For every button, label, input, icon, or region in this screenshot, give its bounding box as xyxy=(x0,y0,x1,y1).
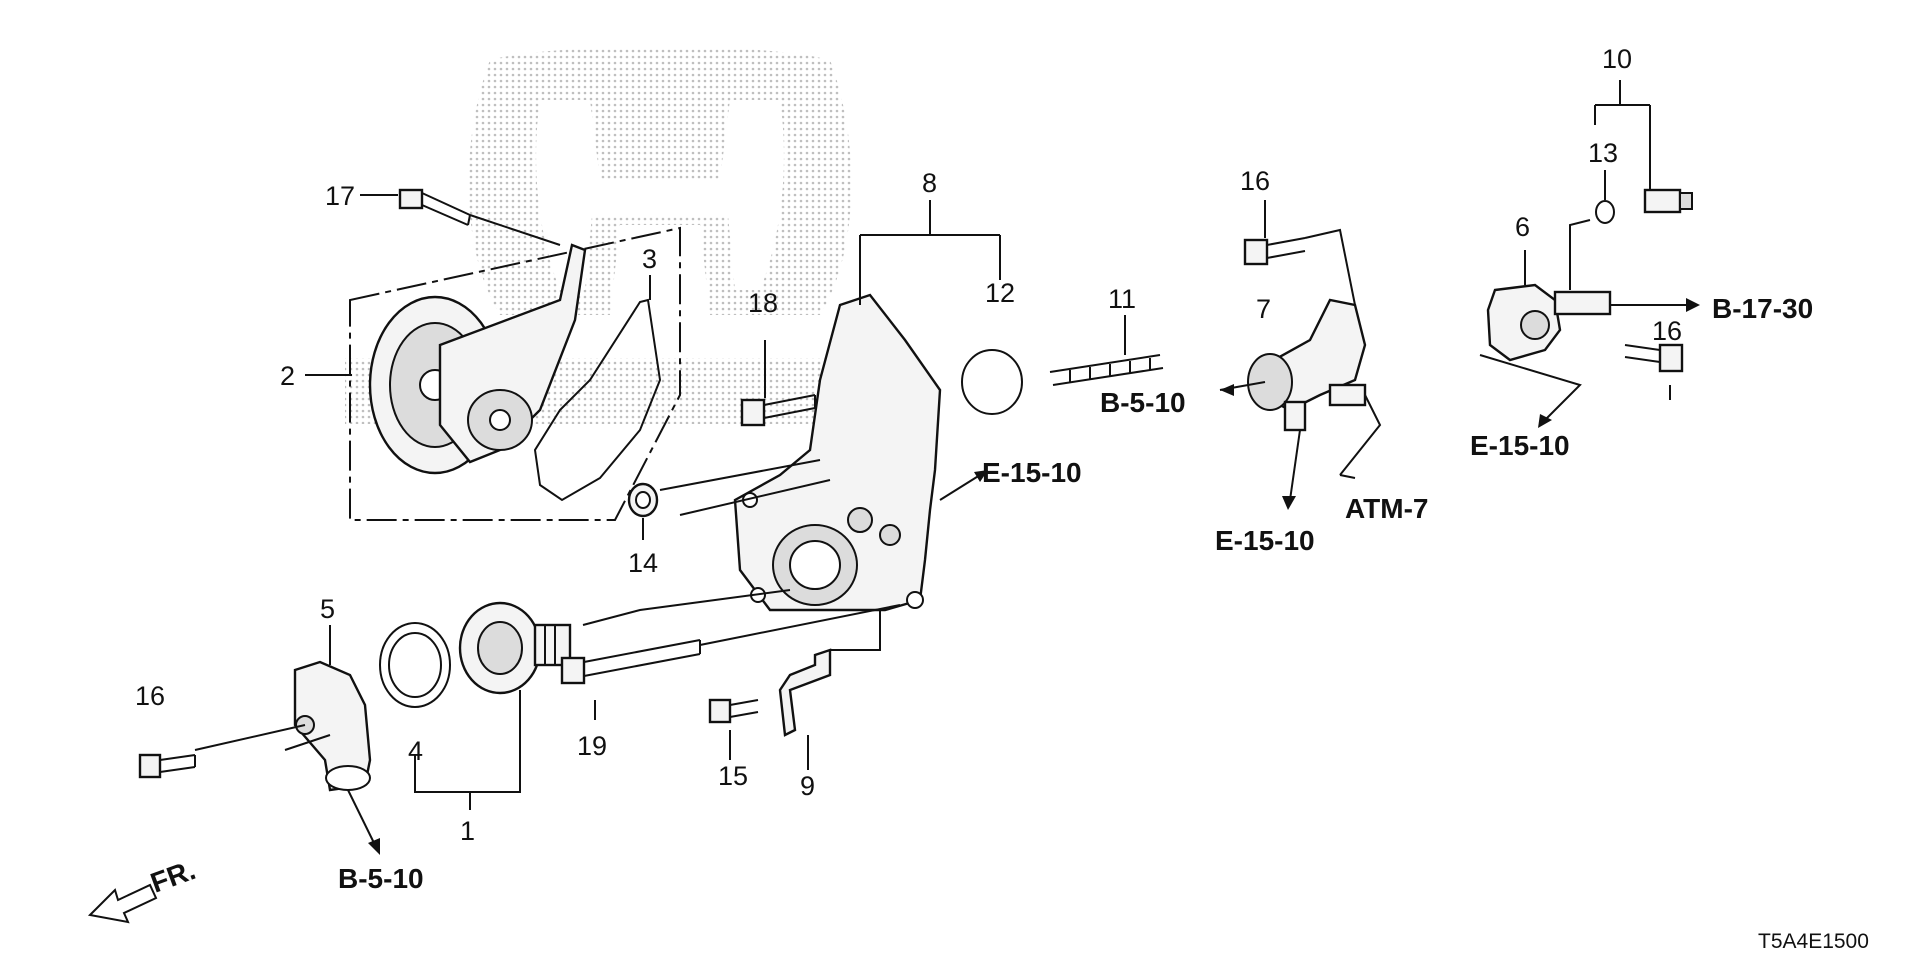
bolt-16-left xyxy=(138,753,196,779)
bolt-17 xyxy=(398,188,471,226)
part-number-19: 19 xyxy=(577,731,607,761)
part-number-16-center: 16 xyxy=(1240,166,1270,196)
thermostat-cover xyxy=(293,660,372,792)
part-number-13: 13 xyxy=(1588,138,1618,168)
thermostat xyxy=(458,601,572,695)
ref-e-15-10-center: E-15-10 xyxy=(982,457,1082,488)
leader-lines xyxy=(194,80,1671,810)
bolt-16-right xyxy=(1624,343,1684,373)
bracket-9 xyxy=(778,648,832,737)
bolt-16-center xyxy=(1243,237,1306,266)
bolt-15 xyxy=(708,698,759,724)
part-number-8: 8 xyxy=(922,168,937,198)
ref-b-5-10-left: B-5-10 xyxy=(338,863,424,894)
ref-b-5-10-center: B-5-10 xyxy=(1100,387,1186,418)
pump-gasket xyxy=(533,298,662,502)
part-number-1: 1 xyxy=(460,816,475,846)
temperature-sensor xyxy=(1643,188,1693,214)
o-ring-12 xyxy=(961,349,1023,415)
bolt-18 xyxy=(740,394,816,427)
seal-14 xyxy=(627,482,659,518)
part-number-15: 15 xyxy=(718,761,748,791)
reference-arrows xyxy=(347,298,1700,855)
part-number-11: 11 xyxy=(1108,284,1136,314)
bolt-19 xyxy=(560,639,701,685)
washer-13 xyxy=(1595,200,1615,224)
part-number-18: 18 xyxy=(748,288,778,318)
front-direction-arrow-icon xyxy=(87,883,158,924)
part-number-4: 4 xyxy=(408,736,423,766)
part-number-9: 9 xyxy=(800,771,815,801)
water-passage-body xyxy=(733,293,942,612)
front-direction-label: FR. xyxy=(146,854,199,899)
part-number-14: 14 xyxy=(628,548,658,578)
part-number-6: 6 xyxy=(1515,212,1530,242)
part-number-5: 5 xyxy=(320,594,335,624)
ref-e-15-10-right: E-15-10 xyxy=(1470,430,1570,461)
part-number-10: 10 xyxy=(1602,44,1632,74)
diagram-code: T5A4E1500 xyxy=(1758,930,1869,953)
ref-atm-7: ATM-7 xyxy=(1345,493,1428,524)
water-outlet xyxy=(1247,298,1367,432)
thermostat-gasket xyxy=(379,622,451,708)
part-number-2: 2 xyxy=(280,361,295,391)
part-number-17: 17 xyxy=(325,181,355,211)
ref-b-17-30: B-17-30 xyxy=(1712,293,1813,324)
water-pump-assembly xyxy=(349,226,681,521)
part-number-3: 3 xyxy=(642,244,657,274)
part-number-16-left: 16 xyxy=(135,681,165,711)
ref-e-15-10-lower: E-15-10 xyxy=(1215,525,1315,556)
part-number-16-right: 16 xyxy=(1652,316,1682,346)
part-number-12: 12 xyxy=(985,278,1015,308)
part-number-7: 7 xyxy=(1256,294,1271,324)
bypass-outlet xyxy=(1486,283,1612,362)
stud-bolt-11 xyxy=(1049,354,1164,386)
